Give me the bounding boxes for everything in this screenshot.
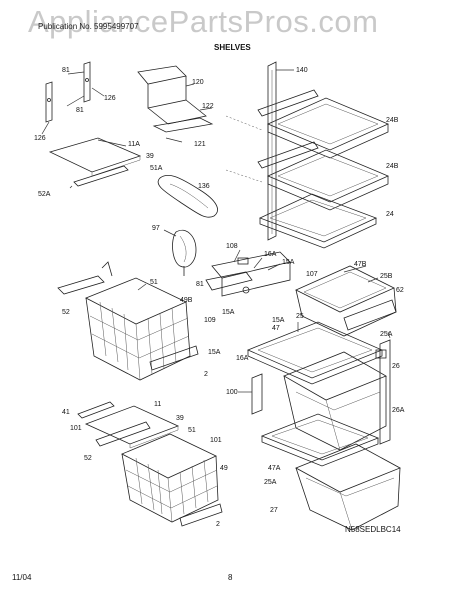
label-136: 136 [198,183,210,190]
label-51A: 51A [150,165,163,172]
crisper-drawer-27 [295,443,401,531]
label-11A: 11A [128,141,140,148]
shelf-24-lower [258,193,378,249]
label-52: 52 [62,309,70,316]
label-81: 81 [62,67,70,74]
label-2: 2 [216,521,220,528]
label-140: 140 [296,67,308,74]
label-26: 26 [392,363,400,370]
bracket-left [41,61,105,135]
freezer-shelf-11 [77,401,180,449]
watermark: AppliancePartsPros.com [28,4,379,39]
label-121: 121 [194,141,206,148]
crisper-cover-25 [246,321,384,385]
label-101: 101 [70,425,82,432]
label-25: 25 [296,313,304,320]
label-122: 122 [202,103,214,110]
label-62: 62 [396,287,404,294]
label-25B: 25B [380,273,393,280]
label-126: 126 [34,135,46,142]
label-15A: 15A [272,317,285,324]
label-97: 97 [152,225,160,232]
label-108: 108 [226,243,238,250]
label-109: 109 [204,317,216,324]
diagram-code: N58SEDLBC14 [345,525,401,534]
control-housing-107 [205,249,291,297]
label-15A: 15A [222,309,235,316]
drawer-rail-26 [375,331,391,445]
callout-labels: 81 126 81 126 120 122 121 140 11A 39 51A… [34,67,405,528]
label-15A: 15A [208,349,221,356]
label-47B: 47B [354,261,367,268]
wire-basket-49 [121,433,223,527]
page-number: 8 [228,573,233,582]
cover-136 [157,174,218,218]
label-39: 39 [176,415,184,422]
label-81: 81 [196,281,204,288]
part-97 [163,229,197,276]
label-47A: 47A [268,465,281,472]
label-120: 120 [192,79,204,86]
shelf-24B-middle [257,141,390,211]
drawer-support-120 [137,65,214,143]
label-24B: 24B [386,117,399,124]
footer-date: 11/04 [12,573,32,582]
freezer-shelf-11A [48,137,142,189]
label-2: 2 [204,371,208,378]
section-title: SHELVES [214,43,251,52]
label-51: 51 [150,279,158,286]
label-49: 49 [220,465,228,472]
label-47: 47 [272,325,280,332]
shelf-24B-upper [257,89,390,159]
label-100: 100 [226,389,238,396]
label-11: 11 [154,401,161,408]
label-16A: 16A [264,251,277,258]
wire-basket-49B [57,261,199,381]
label-15A: 15A [282,259,295,266]
crisper-cover-47A [260,413,380,467]
label-26A: 26A [392,407,405,414]
drawer-rail-100 [238,373,263,415]
label-24B: 24B [386,163,399,170]
publication-number: Publication No. 5995499707 [38,22,139,31]
label-24: 24 [386,211,394,218]
label-49B: 49B [180,297,193,304]
label-126: 126 [104,95,116,102]
label-107: 107 [306,271,318,278]
label-25A: 25A [380,331,393,338]
label-81: 81 [76,107,84,114]
drawer-47B [295,265,397,337]
label-27: 27 [270,507,278,514]
label-101: 101 [210,437,222,444]
label-52A: 52A [38,191,51,198]
label-25A: 25A [264,479,277,486]
label-16A: 16A [236,355,249,362]
label-52: 52 [84,455,92,462]
label-41: 41 [62,409,70,416]
label-39: 39 [146,153,154,160]
label-51: 51 [188,427,196,434]
